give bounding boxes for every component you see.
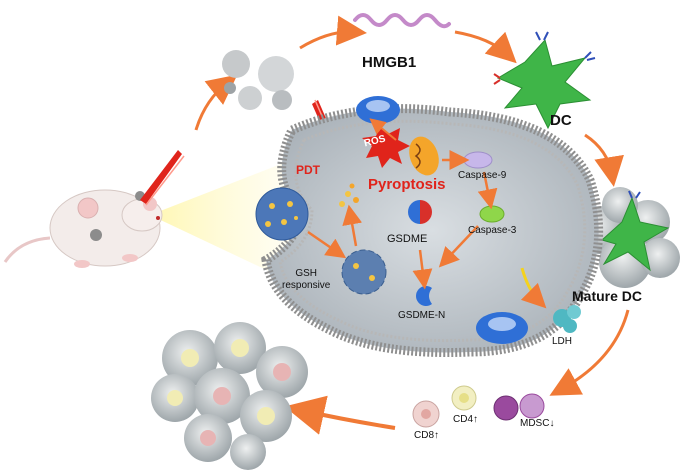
gsdme-n-label: GSDME-N xyxy=(398,310,446,321)
arrow-gsdme-to-gsdmen xyxy=(412,249,433,290)
arrow-tcells-to-tumor xyxy=(284,395,396,435)
caspase9-icon xyxy=(463,151,493,169)
nanoparticle-icon xyxy=(255,187,309,241)
hmgb1-protein-icon xyxy=(353,13,451,29)
gsh-particle-icon xyxy=(341,249,387,295)
pdt-label: PDT xyxy=(296,163,320,177)
mature-dc-label: Mature DC xyxy=(572,288,643,304)
mdsc-label: MDSC↓ xyxy=(520,418,555,429)
arrow-dc-to-mature xyxy=(584,133,624,187)
immune-cell-icon xyxy=(412,385,545,428)
gsh-responsive-label: GSH responsive xyxy=(282,268,330,292)
gsdme-label: GSDME xyxy=(387,233,428,245)
dendritic-cell-icon xyxy=(493,31,596,130)
dc-label: DC xyxy=(550,112,572,129)
caspase9-label: Caspase-9 xyxy=(458,170,507,181)
cd4-label: CD4↑ xyxy=(453,414,479,425)
debris-icon xyxy=(222,50,294,110)
arrow-casp9-to-casp3 xyxy=(477,171,498,210)
cancer-cell-icon xyxy=(261,104,604,358)
hmgb1-label: HMGB1 xyxy=(362,54,417,71)
photosensitizer-dots xyxy=(339,183,359,207)
arrow-debris-to-hmgb1 xyxy=(299,15,367,50)
arrow-ldh-release xyxy=(520,267,547,309)
arrow-particle-to-gsh xyxy=(307,230,347,259)
caspase3-label: Caspase-3 xyxy=(468,225,517,236)
tumor-cluster-icon xyxy=(151,322,308,470)
pore-icon-top xyxy=(356,96,400,124)
arrow-hmgb1-to-dc xyxy=(454,30,517,64)
gsh-label-line1: GSH xyxy=(295,268,318,279)
ldh-icon xyxy=(553,305,581,333)
ldh-label: LDH xyxy=(552,336,573,347)
pyroptosis-label: Pyroptosis xyxy=(368,176,446,193)
cd8-label: CD8↑ xyxy=(414,430,440,441)
mitochondria-icon xyxy=(409,136,439,176)
gsdme-icon xyxy=(408,200,432,224)
arrow-casp3-to-gsdmen xyxy=(438,225,479,268)
arrow-gsh-to-release xyxy=(342,204,363,247)
mouse-icon xyxy=(3,189,163,268)
ros-burst-icon xyxy=(362,126,410,168)
arrow-mature-to-tcells xyxy=(549,309,630,396)
pore-icon-bottom xyxy=(476,312,528,344)
gsdme-n-icon xyxy=(416,286,432,306)
arrow-to-hmgb1-release xyxy=(369,118,397,141)
gsh-label-line2: responsive xyxy=(282,280,331,291)
arrow-mouse-to-debris xyxy=(194,74,238,131)
caspase3-icon xyxy=(479,205,505,223)
